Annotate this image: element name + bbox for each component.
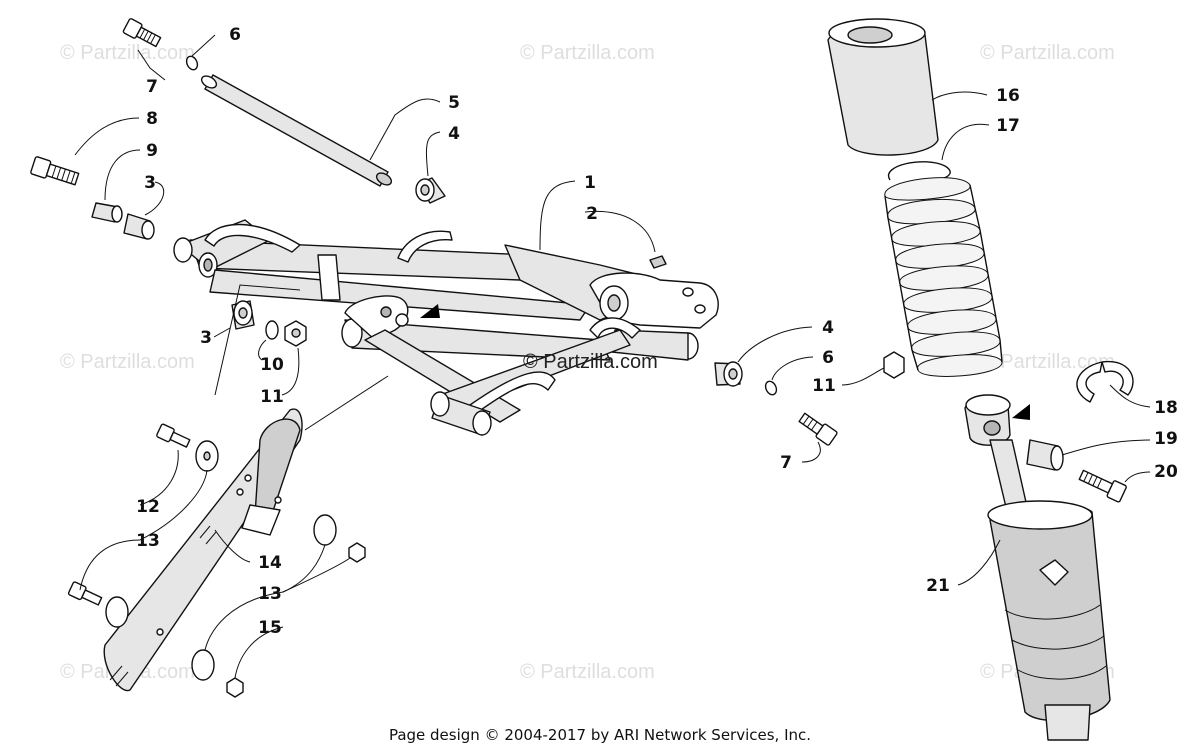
washer-part-13-b	[105, 596, 129, 628]
callout-9: 9	[146, 141, 158, 161]
callout-6: 6	[822, 348, 834, 368]
callout-13: 13	[136, 531, 160, 551]
clip-part-18	[1076, 360, 1134, 403]
bushing-part-3-top	[123, 213, 155, 240]
callout-7: 7	[780, 453, 792, 473]
callout-11: 11	[812, 376, 836, 396]
callout-14: 14	[258, 553, 282, 573]
bolt-part-7-right	[798, 412, 838, 446]
callout-13: 13	[258, 584, 282, 604]
callout-18: 18	[1154, 398, 1178, 418]
watermark: © Partzilla.com	[980, 42, 1115, 64]
watermark: © Partzilla.com	[60, 42, 195, 64]
shaft-part-5	[200, 74, 393, 187]
callout-15: 15	[258, 618, 282, 638]
spring-part-17	[884, 161, 1003, 377]
callout-8: 8	[146, 109, 158, 129]
swing-arm-part-1	[173, 219, 719, 436]
washer-part-13-c	[313, 514, 337, 546]
callout-5: 5	[448, 93, 460, 113]
watermark: © Partzilla.com	[520, 42, 655, 64]
bushing-part-4-top	[415, 177, 446, 204]
callouts: 6 7 5 4 8 9 3 1 2 3 10 11 4 6 11 7 16 17…	[136, 25, 1178, 638]
bolt-part-20	[1078, 469, 1127, 503]
callout-1: 1	[584, 173, 596, 193]
callout-16: 16	[996, 86, 1020, 106]
callout-12: 12	[136, 497, 160, 517]
washer-part-6-right	[764, 380, 778, 396]
callout-19: 19	[1154, 429, 1178, 449]
bolt-part-12-a	[156, 423, 191, 448]
watermark: © Partzilla.com	[980, 351, 1115, 373]
strap-part-14	[103, 408, 303, 692]
bolt-part-7-top	[122, 18, 162, 48]
center-watermark: © Partzilla.com	[523, 351, 658, 373]
callout-10: 10	[260, 355, 284, 375]
bushing-part-4-right	[714, 361, 743, 387]
callout-4: 4	[822, 318, 834, 338]
bolt-part-12-b	[67, 581, 103, 606]
callout-3: 3	[144, 173, 156, 193]
watermark: © Partzilla.com	[60, 351, 195, 373]
callout-21: 21	[926, 576, 950, 596]
bushing-part-3-low	[231, 300, 255, 330]
callout-17: 17	[996, 116, 1020, 136]
spacer-part-19	[1026, 439, 1064, 471]
nut-part-15-a	[348, 542, 366, 563]
bolt-part-8	[30, 156, 80, 186]
leader-lines	[74, 34, 1151, 679]
callout-6: 6	[229, 25, 241, 45]
washer-part-10	[265, 320, 279, 340]
arrow-marker-right	[1012, 404, 1030, 420]
callout-11: 11	[260, 387, 284, 407]
spacer-part-9	[91, 202, 123, 223]
callout-7: 7	[146, 77, 158, 97]
grease-fitting-part-2	[649, 255, 667, 269]
boot-part-16	[827, 18, 939, 156]
watermark: © Partzilla.com	[520, 661, 655, 683]
washer-part-6-top	[185, 55, 199, 71]
arrow-marker-left	[420, 304, 440, 318]
nut-part-11-left	[284, 320, 307, 347]
washer-part-13-d	[191, 649, 215, 681]
callout-3: 3	[200, 328, 212, 348]
callout-4: 4	[448, 124, 460, 144]
callout-2: 2	[586, 204, 598, 224]
nut-part-15-b	[226, 677, 244, 698]
footer-copyright: Page design © 2004-2017 by ARI Network S…	[389, 726, 811, 744]
callout-20: 20	[1154, 462, 1178, 482]
washer-hole	[203, 451, 211, 461]
shock-part-21	[964, 394, 1111, 741]
nut-part-11-right	[883, 351, 905, 379]
